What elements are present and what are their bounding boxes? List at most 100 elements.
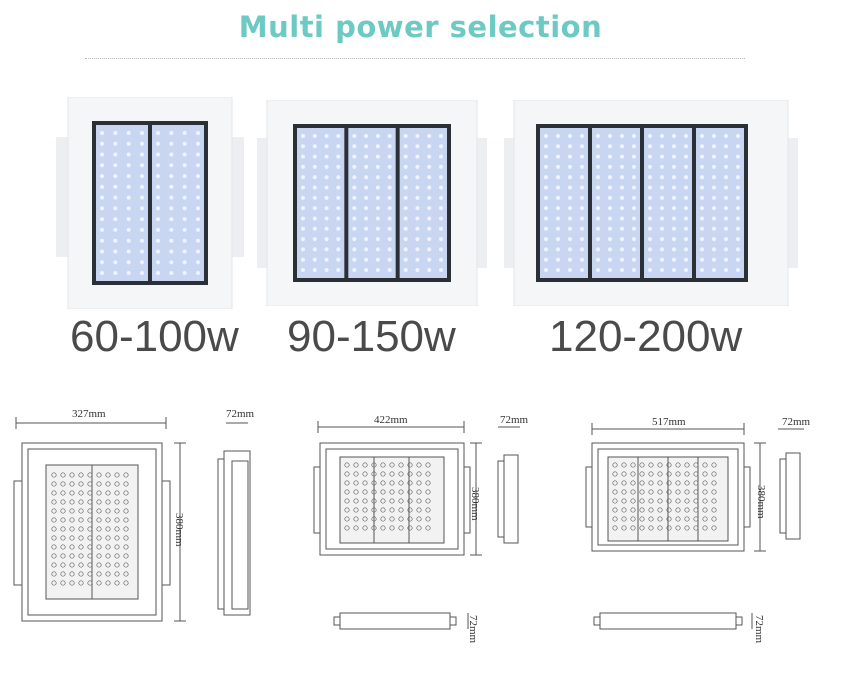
led-chip [140, 238, 144, 243]
led-chip [556, 154, 560, 159]
led-chip [100, 227, 104, 232]
led-chip [427, 268, 432, 272]
lens-circle [51, 580, 57, 586]
led-chip [126, 141, 131, 146]
led-chip [608, 257, 612, 262]
led-chip [736, 154, 740, 159]
lens-circle [344, 516, 350, 522]
led-chip [568, 247, 572, 252]
led-chip [113, 271, 118, 275]
led-chip [544, 257, 548, 262]
led-chip [712, 144, 716, 149]
lens-circle [389, 525, 395, 531]
led-chip [556, 185, 560, 190]
led-chip [403, 257, 408, 262]
led-chip [301, 175, 305, 180]
lens-circle [114, 580, 120, 586]
led-chip [556, 144, 560, 149]
lens-circle [702, 462, 708, 468]
lens-circle [398, 516, 404, 522]
lens-circle [123, 571, 129, 577]
page-title: Multi power selection [238, 10, 603, 44]
lens-circle [78, 544, 84, 550]
lens-circle [684, 525, 690, 531]
led-chip [336, 185, 341, 190]
led-chip [580, 134, 584, 138]
lens-circle [398, 471, 404, 477]
led-chip [301, 268, 305, 272]
lens-circle [407, 498, 413, 504]
led-chip [620, 144, 624, 149]
led-chip [182, 174, 187, 179]
lens-circle [693, 480, 699, 486]
led-chip [312, 185, 317, 190]
lens-circle [371, 498, 377, 504]
led-chip [415, 257, 420, 262]
lens-circle [389, 480, 395, 486]
led-chip [182, 141, 187, 146]
led-chip [608, 185, 612, 190]
lens-circle [105, 490, 111, 496]
lens-circle [51, 544, 57, 550]
led-chip [556, 195, 560, 200]
lens-circle [666, 462, 672, 468]
led-chip [100, 152, 104, 157]
lens-circle [60, 580, 66, 586]
led-chip [596, 195, 600, 200]
led-chip [648, 154, 652, 159]
led-chip [684, 164, 688, 169]
lens-circle [87, 535, 93, 541]
led-chip [427, 226, 432, 231]
lens-circle [78, 472, 84, 478]
led-chip [336, 154, 341, 159]
led-chip [620, 175, 624, 180]
led-module [399, 128, 447, 278]
led-chip [375, 237, 380, 242]
led-chip [568, 134, 572, 138]
led-chip [403, 144, 408, 149]
led-chip [301, 247, 305, 252]
led-chip [312, 144, 317, 149]
led-chip [427, 257, 432, 262]
led-chip [596, 134, 600, 138]
led-chip [182, 163, 187, 168]
led-chip [100, 195, 104, 200]
lens-circle [380, 480, 386, 486]
lens-circle [380, 471, 386, 477]
lens-circle [87, 508, 93, 514]
led-chip [336, 226, 341, 231]
lens-circle [87, 571, 93, 577]
led-chip [736, 216, 740, 221]
led-chip [736, 185, 740, 190]
lens-circle [612, 516, 618, 522]
led-chip [375, 206, 380, 211]
led-chip [580, 226, 584, 231]
led-module [644, 128, 692, 278]
led-chip [387, 164, 392, 169]
lens-circle [639, 498, 645, 504]
led-chip [387, 257, 392, 262]
led-chip [301, 185, 305, 190]
led-chip [439, 144, 443, 149]
led-module [348, 128, 396, 278]
lens-circle [344, 480, 350, 486]
led-chip [568, 257, 572, 262]
led-chip [684, 247, 688, 252]
led-chip [544, 268, 548, 272]
lens-circle [407, 462, 413, 468]
led-chip [415, 154, 420, 159]
led-chip [620, 154, 624, 159]
led-chip [196, 141, 200, 146]
led-chip [156, 131, 160, 135]
lens-circle [675, 480, 681, 486]
lens-circle [78, 517, 84, 523]
led-chip [648, 185, 652, 190]
lens-circle [353, 471, 359, 477]
led-chip [660, 268, 664, 272]
lens-circle [621, 489, 627, 495]
led-chip [126, 271, 131, 275]
led-chip [352, 247, 357, 252]
led-chip [648, 144, 652, 149]
led-chip [660, 257, 664, 262]
lens-circle [657, 525, 663, 531]
